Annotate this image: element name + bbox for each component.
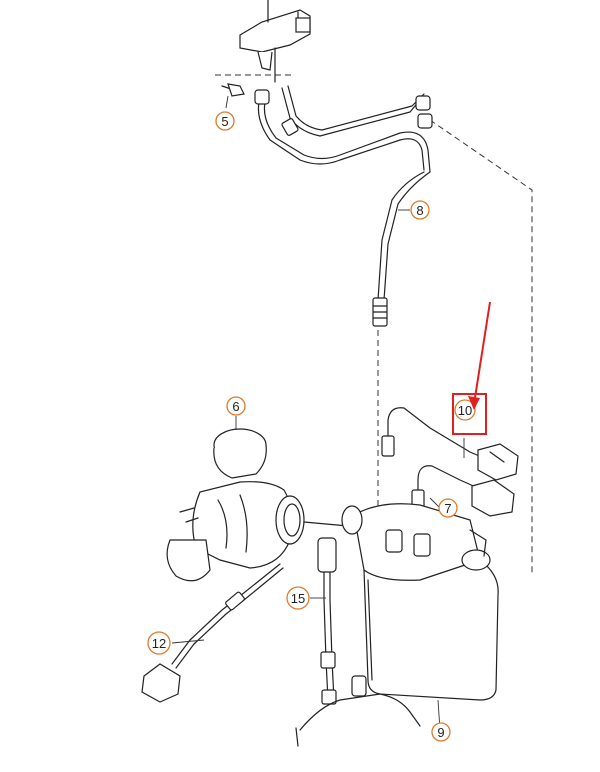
- callout-label: 9: [437, 725, 444, 740]
- callout-label: 7: [444, 501, 451, 516]
- bolt-part-5: [221, 83, 245, 97]
- pressure-pipe-part-8: [254, 85, 433, 327]
- temperature-sensor-part-15: [317, 537, 337, 705]
- callout-7[interactable]: 7: [438, 498, 458, 518]
- callout-15[interactable]: 15: [286, 586, 310, 610]
- highlight-annotation: [452, 301, 491, 435]
- highlight-arrow: [473, 301, 491, 405]
- callout-9[interactable]: 9: [431, 722, 451, 742]
- callout-label: 6: [232, 399, 239, 414]
- callout-label: 8: [416, 203, 423, 218]
- callout-12[interactable]: 12: [147, 631, 171, 655]
- particulate-filter-part-9: [295, 503, 499, 747]
- callout-label: 15: [291, 591, 305, 606]
- callout-label: 12: [152, 636, 166, 651]
- turbocharger-part-6: [166, 428, 349, 582]
- pressure-sensor: [239, 0, 311, 83]
- callout-5[interactable]: 5: [215, 111, 235, 131]
- temperature-sensor-part-12: [141, 563, 284, 703]
- callout-6[interactable]: 6: [226, 396, 246, 416]
- highlight-box: [452, 393, 487, 435]
- callout-10[interactable]: 10: [454, 399, 476, 421]
- callout-label: 5: [221, 114, 228, 129]
- temperature-sensor-part-10: [381, 407, 519, 481]
- callout-label: 10: [458, 403, 472, 418]
- callout-8[interactable]: 8: [410, 200, 430, 220]
- arrow-head-icon: [468, 396, 480, 410]
